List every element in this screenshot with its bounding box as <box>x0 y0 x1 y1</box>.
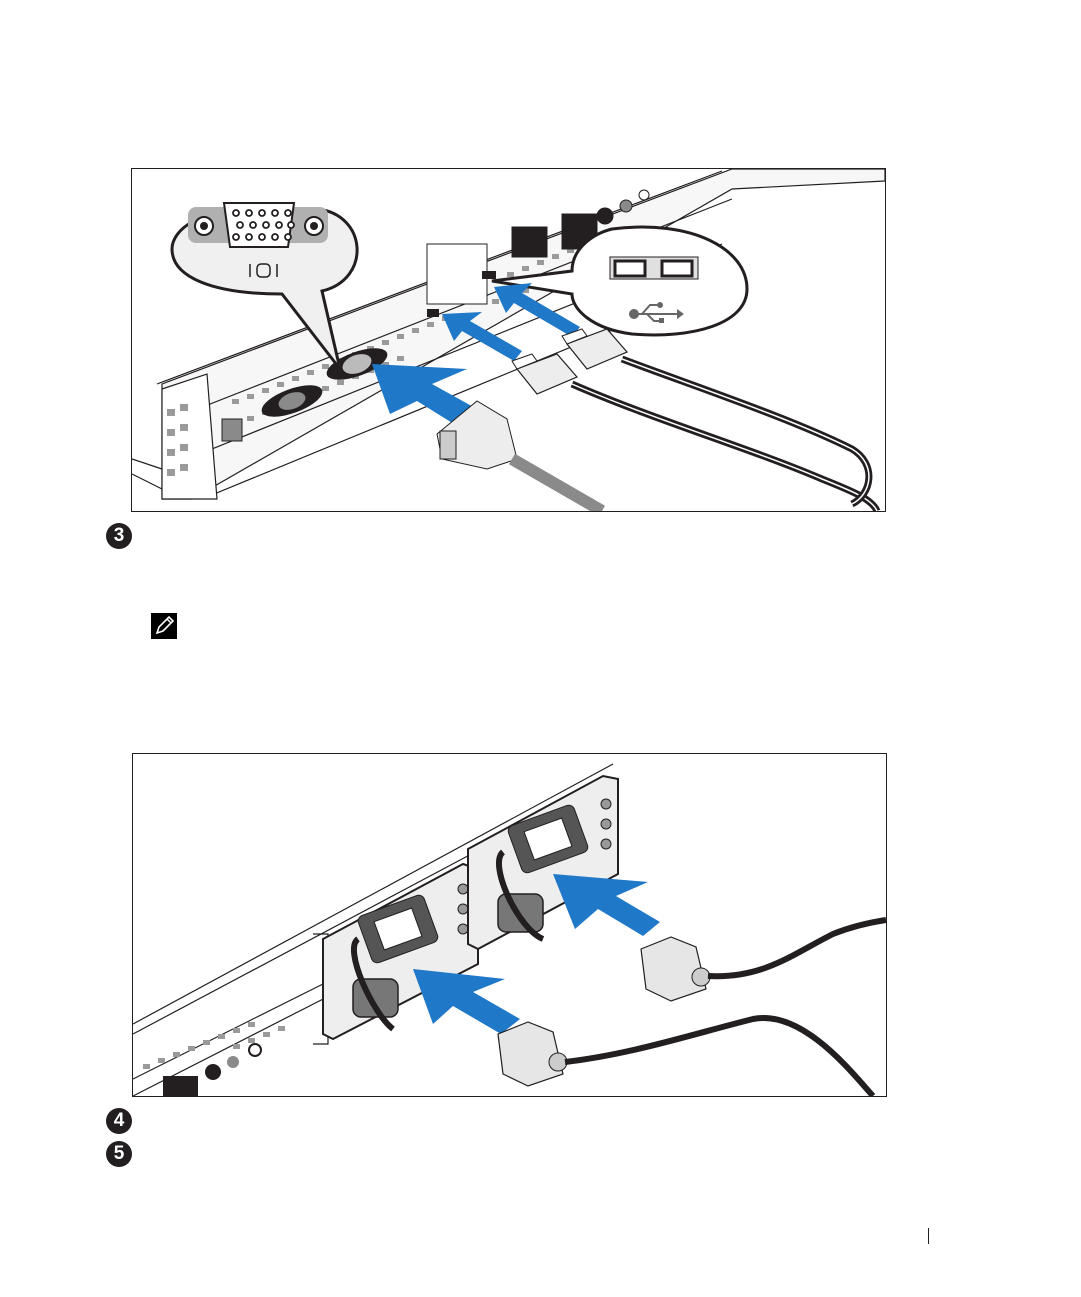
insert-arrow-usb-2 <box>494 283 580 337</box>
chassis-label <box>221 418 243 442</box>
usb-plug-1 <box>511 353 578 395</box>
power-cord-1 <box>564 1014 876 1096</box>
insert-arrow-psu-2 <box>553 874 660 936</box>
usb-ports-chassis <box>427 271 496 317</box>
note-pencil-icon <box>151 613 177 639</box>
vga-port <box>326 348 388 380</box>
insert-arrow-psu-1 <box>413 969 520 1034</box>
power-plug-1 <box>497 1021 568 1087</box>
power-supply-1 <box>322 862 479 1041</box>
power-plug-2 <box>640 936 711 1002</box>
figure-connect-monitor-usb <box>131 168 886 512</box>
power-supply-2 <box>467 774 619 951</box>
rear-io-ports <box>163 1043 262 1096</box>
usb-plug-2 <box>561 328 628 370</box>
power-cord-2 <box>707 917 886 980</box>
step-number-3: 3 <box>106 523 132 549</box>
vga-connector-icon <box>188 202 328 278</box>
step-number-5: 5 <box>106 1141 132 1167</box>
figure-connect-power <box>132 753 887 1097</box>
usb-connector-icon <box>609 256 699 323</box>
nic-ports <box>426 189 650 305</box>
step-number-4: 4 <box>106 1108 132 1134</box>
vent-slots <box>143 1022 285 1069</box>
page-footer-divider <box>928 1228 929 1244</box>
vga-cable <box>508 453 606 511</box>
usb-callout <box>491 225 749 337</box>
insert-arrow-usb-1 <box>442 312 522 361</box>
vga-callout <box>170 202 359 370</box>
insert-arrow-vga <box>372 364 477 429</box>
serial-port <box>261 385 323 417</box>
